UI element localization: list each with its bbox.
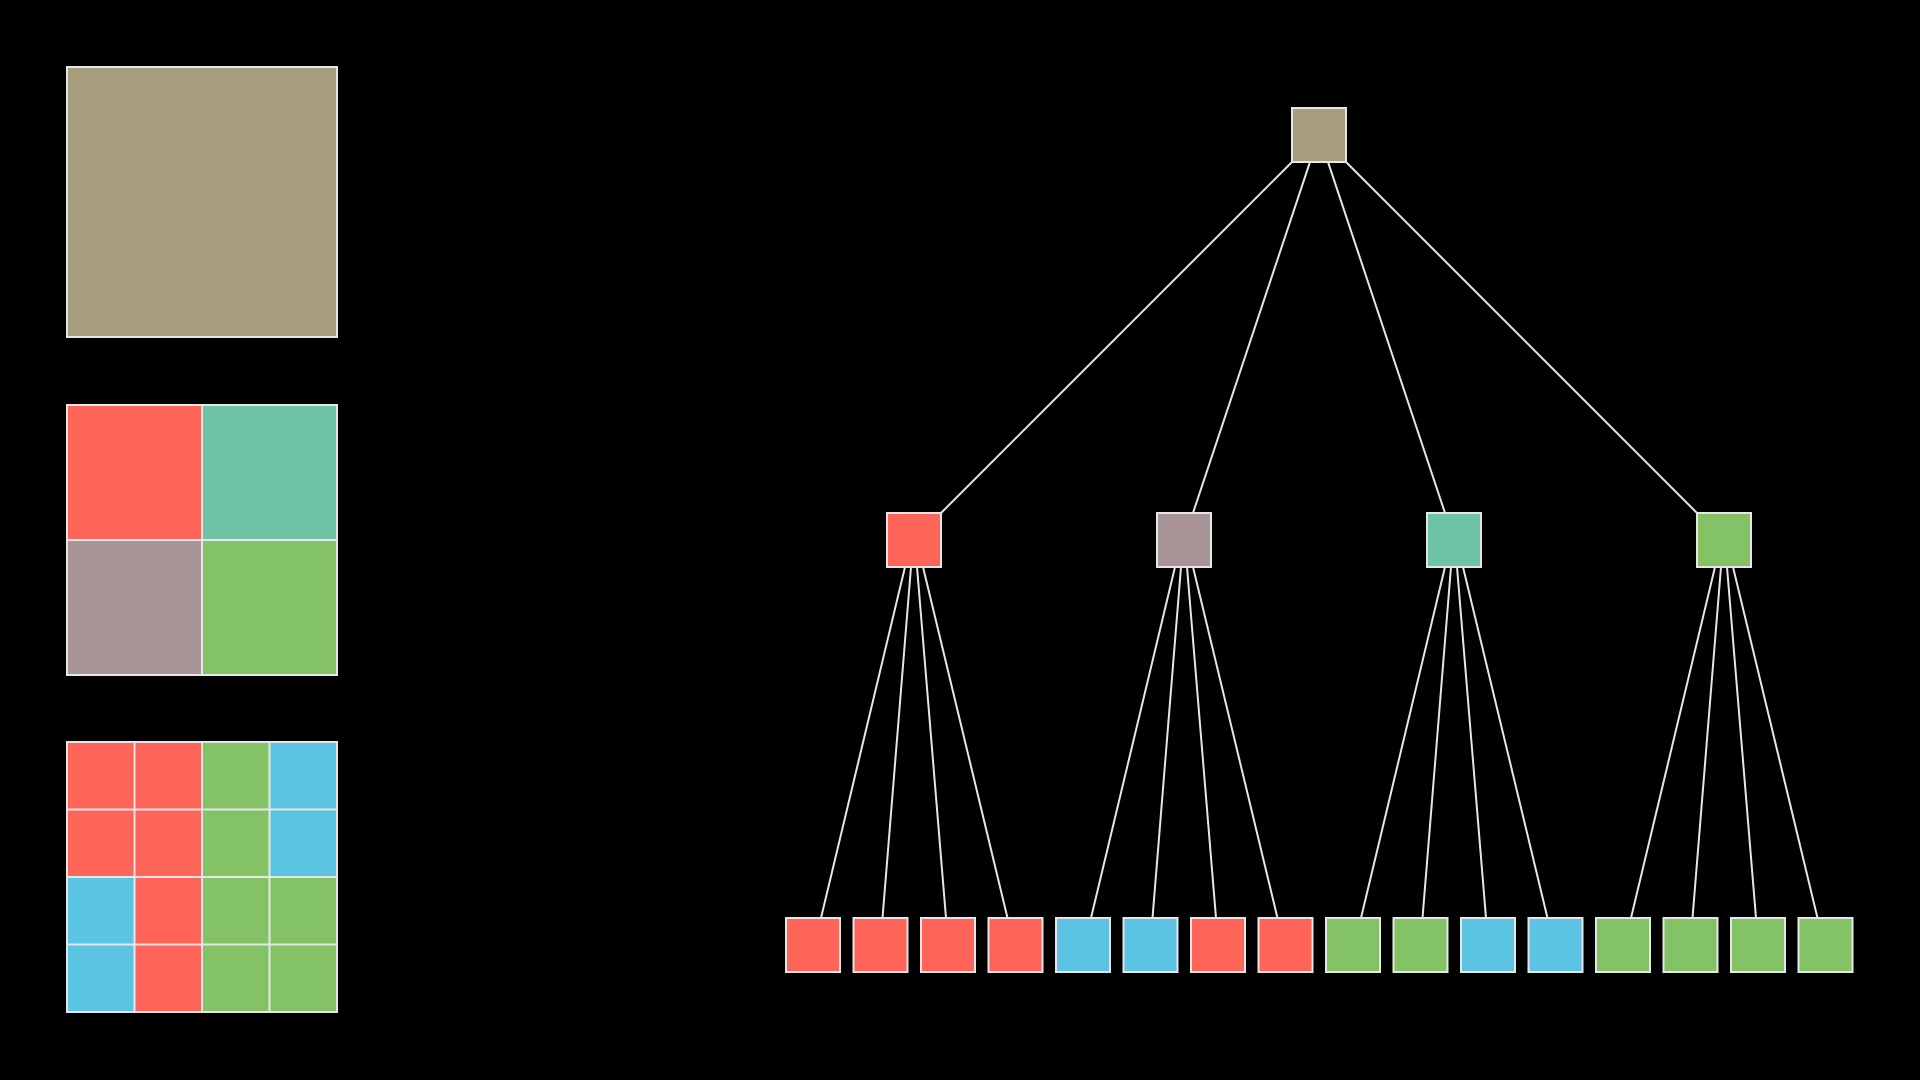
tree-edge	[922, 566, 1009, 919]
tree-edge	[1456, 566, 1487, 919]
leaf-node	[785, 917, 841, 973]
grid-cell	[66, 741, 136, 811]
leaf-node	[1325, 917, 1381, 973]
grid-cell	[66, 404, 203, 541]
tree-edge	[1360, 566, 1446, 919]
tree-edge	[1691, 566, 1722, 919]
grid-cell	[201, 404, 338, 541]
grid-cell	[268, 741, 338, 811]
leaf-node	[1392, 917, 1449, 973]
level-1-node	[886, 512, 942, 568]
leaf-node	[1662, 917, 1719, 973]
leaf-node	[1190, 917, 1246, 973]
leaf-node	[1730, 917, 1786, 973]
tree-edge	[1186, 566, 1217, 919]
leaf-node	[852, 917, 909, 973]
grid-cell	[268, 943, 338, 1013]
tree-edge	[1732, 566, 1819, 919]
leaf-node	[1122, 917, 1179, 973]
leaf-node	[1797, 917, 1854, 973]
tree-edge	[940, 161, 1293, 514]
leaf-node	[1055, 917, 1111, 973]
grid-cell	[66, 876, 136, 946]
grid-cell	[133, 808, 203, 878]
leaf-node	[920, 917, 976, 973]
grid-cell	[133, 876, 203, 946]
grid-cell	[201, 741, 271, 811]
tree-edge	[1421, 566, 1452, 919]
tree-edge	[820, 566, 906, 919]
grid-cell	[268, 808, 338, 878]
grid-cell	[66, 808, 136, 878]
tree-edge	[1630, 566, 1716, 919]
leaf-node	[1460, 917, 1516, 973]
grid-cell	[133, 741, 203, 811]
grid-cell	[201, 539, 338, 676]
grid-cell	[133, 943, 203, 1013]
level-1-node	[1156, 512, 1212, 568]
tree-edge	[1192, 566, 1279, 919]
grid-cell	[201, 943, 271, 1013]
root-node	[1291, 107, 1347, 163]
tree-edge	[1726, 566, 1757, 919]
grid-cell	[268, 876, 338, 946]
grid-cell	[66, 943, 136, 1013]
tree-edge	[916, 566, 947, 919]
tree-edge	[1462, 566, 1549, 919]
leaf-node	[1257, 917, 1314, 973]
tree-nodes	[785, 107, 1854, 973]
tree-edge	[1090, 566, 1176, 919]
tree-edge	[1192, 161, 1311, 514]
leaf-node	[1595, 917, 1651, 973]
grid-cell	[66, 539, 203, 676]
leaf-node	[987, 917, 1044, 973]
tree-edge	[1151, 566, 1182, 919]
tree-edges	[820, 161, 1819, 919]
grid-cell	[201, 808, 271, 878]
level-2-grid	[66, 741, 338, 1013]
level-1-node	[1426, 512, 1482, 568]
leaf-node	[1527, 917, 1584, 973]
tree-edge	[1345, 161, 1698, 514]
grid-cell	[66, 66, 338, 338]
tree-edge	[1327, 161, 1446, 514]
level-1-grid	[66, 404, 338, 676]
tree-edge	[881, 566, 912, 919]
level-1-node	[1696, 512, 1752, 568]
grid-cell	[201, 876, 271, 946]
level-0-grid	[66, 66, 338, 338]
